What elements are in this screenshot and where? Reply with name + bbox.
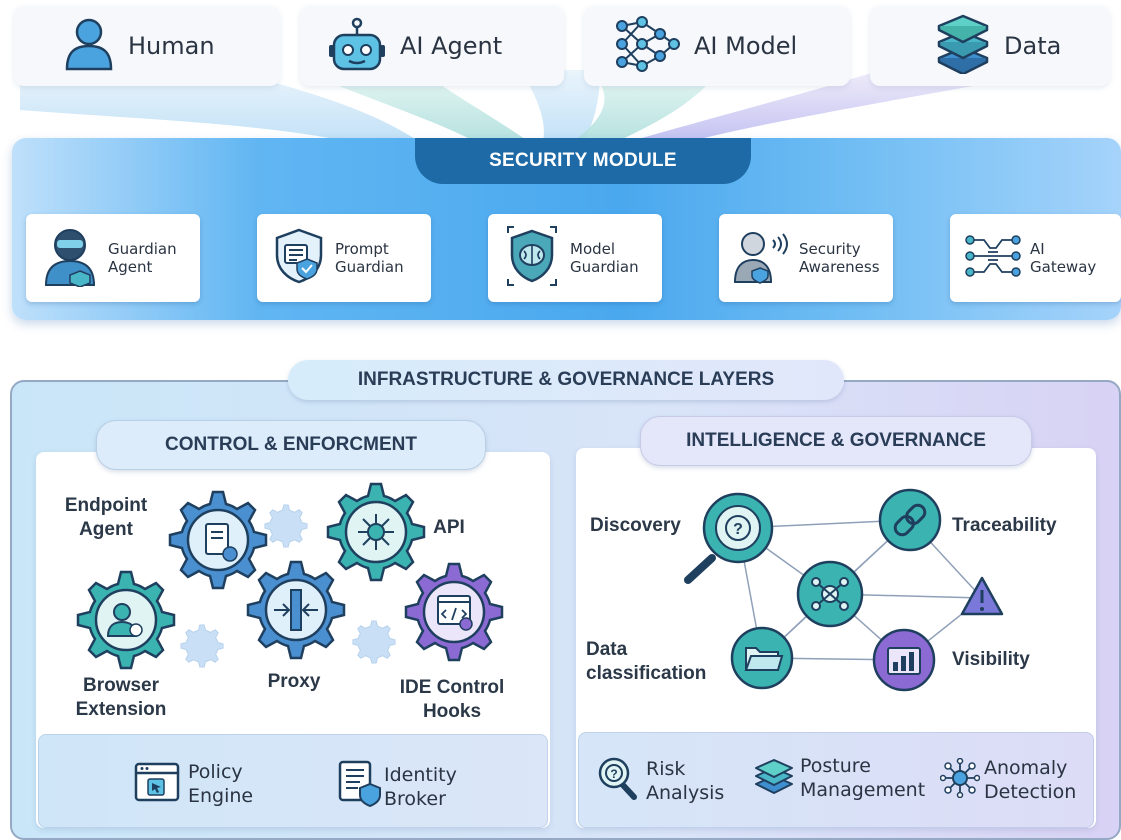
- actor-label: AI Model: [694, 32, 798, 60]
- warning-icon: [960, 576, 1004, 616]
- anomaly-detection-item[interactable]: Anomaly Detection: [939, 756, 1077, 804]
- posture-management-label: Posture Management: [800, 755, 926, 801]
- risk-analysis-label: Risk Analysis: [646, 757, 725, 804]
- posture-management-item[interactable]: Posture Management: [754, 754, 925, 802]
- control-title: CONTROL & ENFORCMENT: [96, 420, 486, 470]
- security-awareness-label: Security Awareness: [799, 240, 880, 276]
- browser-extension-label: Browser Extension: [75, 675, 167, 720]
- policy-engine-item[interactable]: Policy Engine: [134, 760, 253, 808]
- risk-analysis-item[interactable]: ? Risk Analysis: [598, 756, 724, 805]
- actor-label: Data: [1004, 32, 1062, 60]
- actor-ai-model[interactable]: AI Model: [584, 6, 850, 86]
- anomaly-network-icon: [939, 757, 981, 803]
- policy-engine-label: Policy Engine: [188, 761, 254, 807]
- prompt-guardian-label: Prompt Guardian: [335, 240, 404, 276]
- robot-icon: [328, 13, 386, 80]
- prompt-guardian-card[interactable]: Prompt Guardian: [257, 214, 431, 302]
- control-bottom-bar: [38, 734, 548, 828]
- neural-network-icon: [614, 15, 680, 77]
- security-module-title: SECURITY MODULE: [415, 138, 751, 184]
- database-stack-icon: [936, 14, 990, 79]
- proxy-label: Proxy: [267, 671, 321, 692]
- actor-label: AI Agent: [400, 32, 503, 60]
- intelligence-bottom-bar: [578, 732, 1094, 828]
- brain-shield-icon: [502, 225, 562, 292]
- intelligence-network: ?: [684, 488, 1004, 692]
- data-classification-label: Data classification: [586, 639, 707, 684]
- magnifier-question-icon: ?: [684, 492, 774, 584]
- hub-icon: [796, 560, 864, 628]
- ide-control-hooks-gear-icon: [404, 562, 504, 662]
- intelligence-title: INTELLIGENCE & GOVERNANCE: [640, 416, 1032, 466]
- discovery-label: Discovery: [590, 515, 681, 536]
- model-guardian-label: Model Guardian: [570, 240, 639, 276]
- api-label: API: [433, 517, 465, 538]
- ai-gateway-card[interactable]: AI Gateway: [950, 214, 1121, 302]
- identity-broker-item[interactable]: Identity Broker: [338, 760, 457, 813]
- anomaly-detection-label: Anomaly Detection: [984, 757, 1077, 803]
- identity-broker-label: Identity Broker: [384, 763, 457, 810]
- traceability-label: Traceability: [952, 515, 1057, 536]
- bar-chart-icon: [872, 628, 936, 692]
- browser-cursor-icon: [134, 762, 180, 807]
- ninja-agent-icon: [40, 225, 100, 292]
- svg-text:?: ?: [733, 521, 743, 538]
- ai-gateway-label: AI Gateway: [1030, 240, 1097, 276]
- person-broadcast-icon: [733, 228, 791, 289]
- security-awareness-card[interactable]: Security Awareness: [719, 214, 893, 302]
- gateway-circuit-icon: [964, 232, 1022, 285]
- gear-cluster: [76, 482, 504, 670]
- endpoint-agent-label: Endpoint Agent: [64, 495, 148, 540]
- actor-data[interactable]: Data: [870, 6, 1110, 86]
- proxy-gear-icon: [246, 560, 346, 660]
- browser-extension-gear-icon: [76, 570, 176, 670]
- folder-icon: [730, 626, 794, 690]
- visibility-label: Visibility: [952, 649, 1030, 670]
- actor-ai-agent[interactable]: AI Agent: [300, 6, 564, 86]
- endpoint-agent-gear-icon: [168, 490, 268, 590]
- person-icon: [64, 17, 114, 76]
- svg-text:?: ?: [610, 767, 617, 781]
- flow-ribbons: [20, 70, 1060, 150]
- ide-control-hooks-label: IDE Control Hooks: [399, 677, 505, 722]
- actor-human[interactable]: Human: [14, 6, 280, 86]
- actor-label: Human: [128, 32, 215, 60]
- id-shield-icon: [338, 760, 382, 813]
- risk-magnifier-icon: ?: [598, 756, 638, 805]
- api-gear-icon: [326, 482, 426, 582]
- prompt-shield-icon: [271, 227, 327, 290]
- model-guardian-card[interactable]: Model Guardian: [488, 214, 662, 302]
- link-icon: [878, 488, 942, 552]
- layers-icon: [754, 756, 794, 801]
- guardian-agent-label: Guardian Agent: [108, 240, 177, 276]
- infrastructure-title: INFRASTRUCTURE & GOVERNANCE LAYERS: [288, 360, 844, 400]
- guardian-agent-card[interactable]: Guardian Agent: [26, 214, 200, 302]
